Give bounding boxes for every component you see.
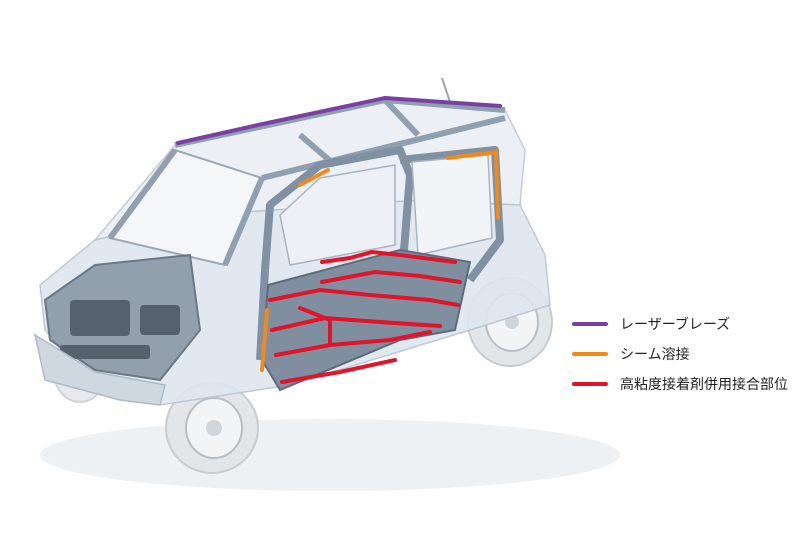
engine-components: [60, 300, 180, 359]
legend-item-laser-braze: レーザーブレーズ: [572, 309, 792, 339]
rear-side-window: [411, 154, 493, 256]
legend-item-seam-weld: シーム溶接: [572, 339, 792, 369]
ground-shadow: [40, 419, 620, 491]
legend-label: 高粘度接着剤併用接合部位: [620, 377, 788, 393]
legend-swatch-orange: [572, 352, 608, 356]
front-door-opening: [279, 164, 396, 266]
legend-label: シーム溶接: [620, 347, 690, 363]
legend-swatch-red: [572, 382, 608, 386]
legend-label: レーザーブレーズ: [620, 317, 731, 333]
legend: レーザーブレーズ シーム溶接 高粘度接着剤併用接合部位: [572, 309, 792, 399]
front-bumper: [33, 333, 166, 406]
legend-item-adhesive: 高粘度接着剤併用接合部位: [572, 369, 792, 399]
laser-braze-line: [176, 95, 502, 145]
legend-swatch-purple: [572, 322, 608, 326]
adhesive-joint-lines: [268, 249, 462, 384]
wheel-front-left: [165, 382, 259, 474]
seam-weld-lines: [260, 149, 500, 372]
